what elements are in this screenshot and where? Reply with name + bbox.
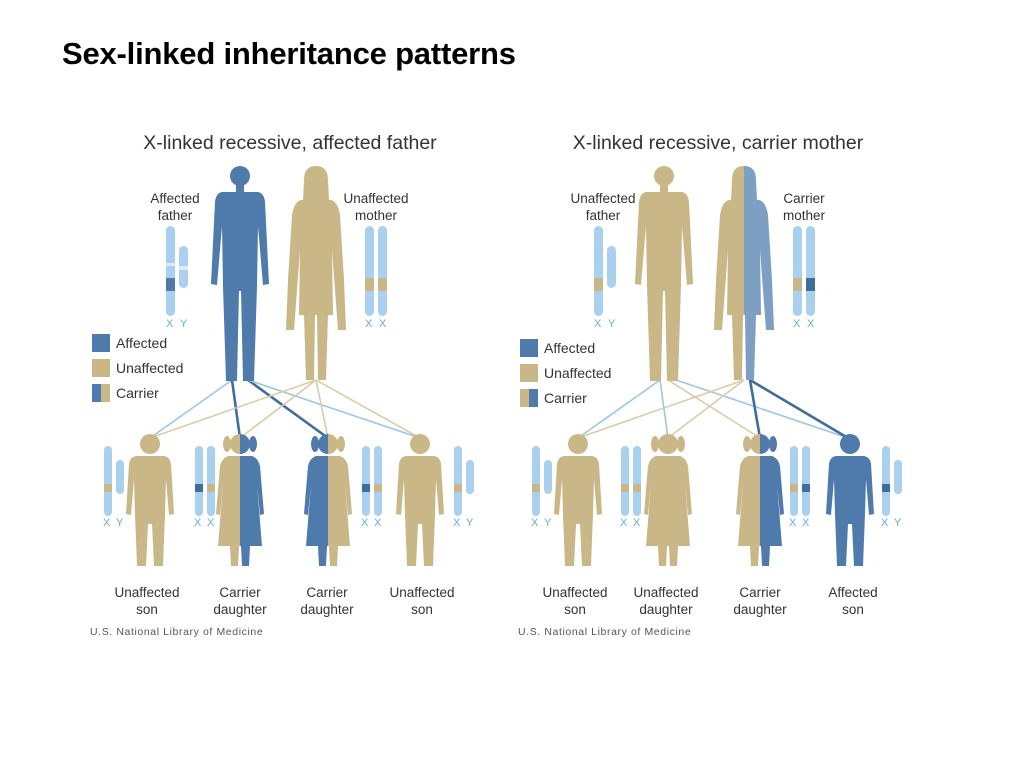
child4-son-figure <box>826 434 874 566</box>
svg-text:X: X <box>453 517 461 529</box>
pedigree-diagram-affected-father: X Y X X X Y <box>103 166 474 566</box>
child2-daughter-figure <box>644 434 692 566</box>
legend: Affected Unaffected Carrier <box>520 335 611 410</box>
svg-text:X: X <box>881 517 889 529</box>
credit: U.S. National Library of Medicine <box>90 626 264 638</box>
line-father-daughter2 <box>247 378 329 440</box>
child2-daughter-figure <box>216 434 264 566</box>
father-chromosomes: X Y <box>594 226 616 330</box>
svg-text:X: X <box>793 318 801 330</box>
inheritance-lines <box>149 378 421 440</box>
child2-chromosomes: X X <box>194 446 215 529</box>
legend-unaffected: Unaffected <box>92 355 183 380</box>
svg-text:X: X <box>361 517 369 529</box>
svg-text:X: X <box>207 517 215 529</box>
child3-daughter-figure <box>304 434 352 566</box>
panel-title: X-linked recessive, carrier mother <box>572 132 864 154</box>
line-father-son1 <box>149 379 233 439</box>
panel-affected-father: X Y X X X Y <box>70 118 510 648</box>
child2-chromosomes: X X <box>620 446 641 529</box>
inheritance-lines <box>577 378 849 440</box>
mother-chromosomes: X X <box>793 226 815 330</box>
legend-affected: Affected <box>520 335 611 360</box>
svg-text:X: X <box>594 318 602 330</box>
child3-daughter-figure <box>736 434 784 566</box>
legend-unaffected: Unaffected <box>520 360 611 385</box>
father-chromosomes: X Y <box>166 226 188 330</box>
child3-chromosomes: X X <box>361 446 382 529</box>
svg-text:X: X <box>365 318 373 330</box>
child4-chromosomes: X Y <box>453 446 474 529</box>
svg-text:X: X <box>374 517 382 529</box>
svg-text:X: X <box>103 517 111 529</box>
svg-text:X: X <box>807 318 815 330</box>
mother-chromosomes: X X <box>365 226 387 330</box>
svg-text:X: X <box>633 517 641 529</box>
child1-chromosomes: X Y <box>103 446 124 529</box>
child1-chromosomes: X Y <box>531 446 552 529</box>
panel-title: X-linked recessive, affected father <box>143 132 437 154</box>
svg-text:X: X <box>194 517 202 529</box>
legend: Affected Unaffected Carrier <box>92 330 183 405</box>
line-mother-daughter1 <box>239 379 317 439</box>
svg-text:X: X <box>789 517 797 529</box>
line-father-son2 <box>247 379 421 439</box>
svg-text:Y: Y <box>116 517 124 529</box>
child1-son-figure <box>126 434 174 566</box>
svg-text:Y: Y <box>180 318 188 330</box>
svg-text:Y: Y <box>894 517 902 529</box>
svg-text:X: X <box>531 517 539 529</box>
pedigree-diagram-carrier-mother: X Y X X X Y X <box>531 166 902 566</box>
line-father-daughter1 <box>230 379 242 439</box>
line-mother-daughter2 <box>315 379 329 439</box>
svg-text:Y: Y <box>608 318 616 330</box>
legend-carrier: Carrier <box>520 385 611 410</box>
panel-carrier-mother: X Y X X X Y X <box>498 118 938 648</box>
svg-text:Y: Y <box>544 517 552 529</box>
credit: U.S. National Library of Medicine <box>518 626 692 638</box>
legend-carrier: Carrier <box>92 380 183 405</box>
svg-text:Y: Y <box>466 517 474 529</box>
child3-chromosomes: X X <box>789 446 810 529</box>
svg-text:X: X <box>379 318 387 330</box>
legend-affected: Affected <box>92 330 183 355</box>
svg-text:X: X <box>620 517 628 529</box>
child4-chromosomes: X Y <box>881 446 902 529</box>
slide-title: Sex-linked inheritance patterns <box>62 36 516 71</box>
svg-text:X: X <box>166 318 174 330</box>
svg-text:X: X <box>802 517 810 529</box>
line-mother-son2 <box>315 379 421 439</box>
child4-son-figure <box>396 434 444 566</box>
child1-son-figure <box>554 434 602 566</box>
line-mother-son1 <box>149 379 317 439</box>
